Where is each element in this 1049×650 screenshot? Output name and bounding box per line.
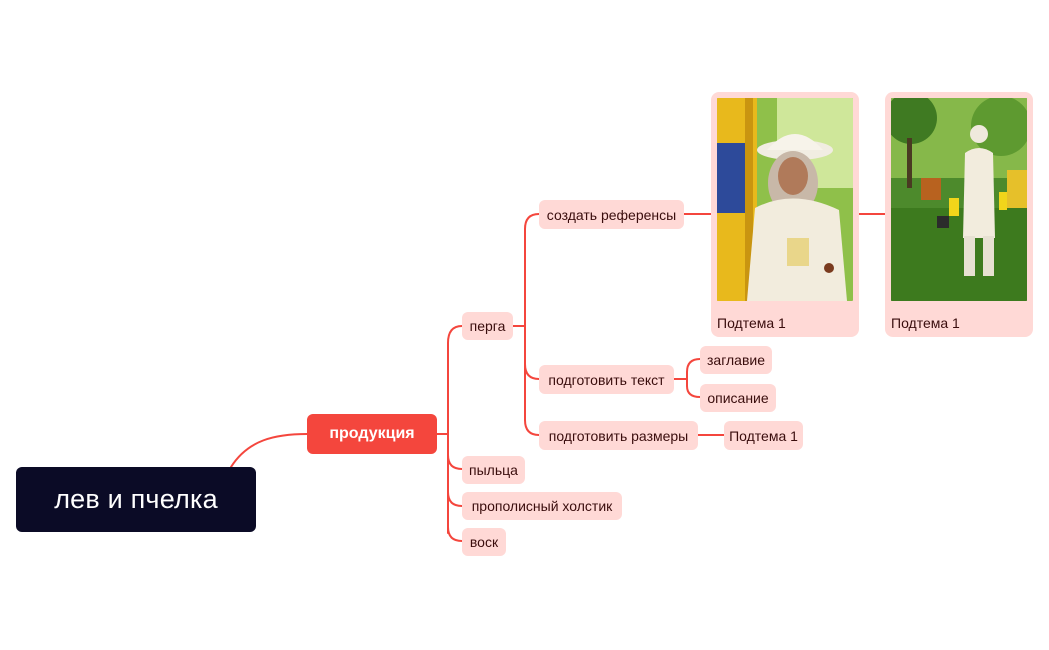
image-card-2[interactable]: Подтема 1 [885, 92, 1033, 337]
connector-trunk-propolis [447, 454, 463, 507]
connector-perga-refs [524, 213, 540, 230]
subtopic-prepare-sizes[interactable]: подготовить размеры [539, 421, 698, 450]
subtopic-pollen-label: пыльца [469, 462, 518, 478]
image-card-2-caption: Подтема 1 [891, 315, 960, 331]
image-card-1-caption: Подтема 1 [717, 315, 786, 331]
subtopic-pollen[interactable]: пыльца [462, 456, 525, 484]
beekeeper-closeup-photo [717, 98, 853, 301]
subtopic-sizes-child-label: Подтема 1 [729, 427, 798, 444]
connector-root-main [230, 433, 308, 468]
connector-text-title [686, 358, 701, 373]
main-topic-label: продукция [329, 425, 415, 442]
root-topic-label: лев и пчелка [54, 484, 218, 514]
subtopic-propolis[interactable]: прополисный холстик [462, 492, 622, 520]
connector-text-desc [686, 385, 701, 398]
beekeeper-garden-photo [891, 98, 1027, 301]
root-topic[interactable]: лев и пчелка [16, 467, 256, 532]
connector-trunk-wax [447, 491, 463, 542]
subtopic-perga-label: перга [469, 318, 506, 334]
connector-perga-sizes [524, 419, 540, 436]
subtopic-create-refs-label: создать референсы [546, 206, 677, 223]
subtopic-wax-label: воск [469, 534, 499, 550]
subtopic-description[interactable]: описание [700, 384, 776, 412]
subtopic-prepare-text[interactable]: подготовить текст [539, 365, 674, 394]
subtopic-description-label: описание [707, 390, 769, 406]
subtopic-propolis-label: прополисный холстик [471, 498, 613, 514]
connector-trunk-pollen [447, 454, 463, 470]
subtopic-perga[interactable]: перга [462, 312, 513, 340]
image-card-1[interactable]: Подтема 1 [711, 92, 859, 337]
subtopic-wax[interactable]: воск [462, 528, 506, 556]
subtopic-create-refs[interactable]: создать референсы [539, 200, 684, 229]
main-topic-products[interactable]: продукция [307, 414, 437, 454]
connector-trunk-perga [447, 325, 463, 344]
subtopic-title[interactable]: заглавие [700, 346, 772, 374]
connector-perga-text [524, 363, 540, 380]
subtopic-title-label: заглавие [706, 352, 765, 368]
subtopic-sizes-child[interactable]: Подтема 1 [724, 421, 803, 450]
subtopic-prepare-text-label: подготовить текст [548, 371, 665, 388]
subtopic-prepare-sizes-label: подготовить размеры [548, 427, 689, 444]
